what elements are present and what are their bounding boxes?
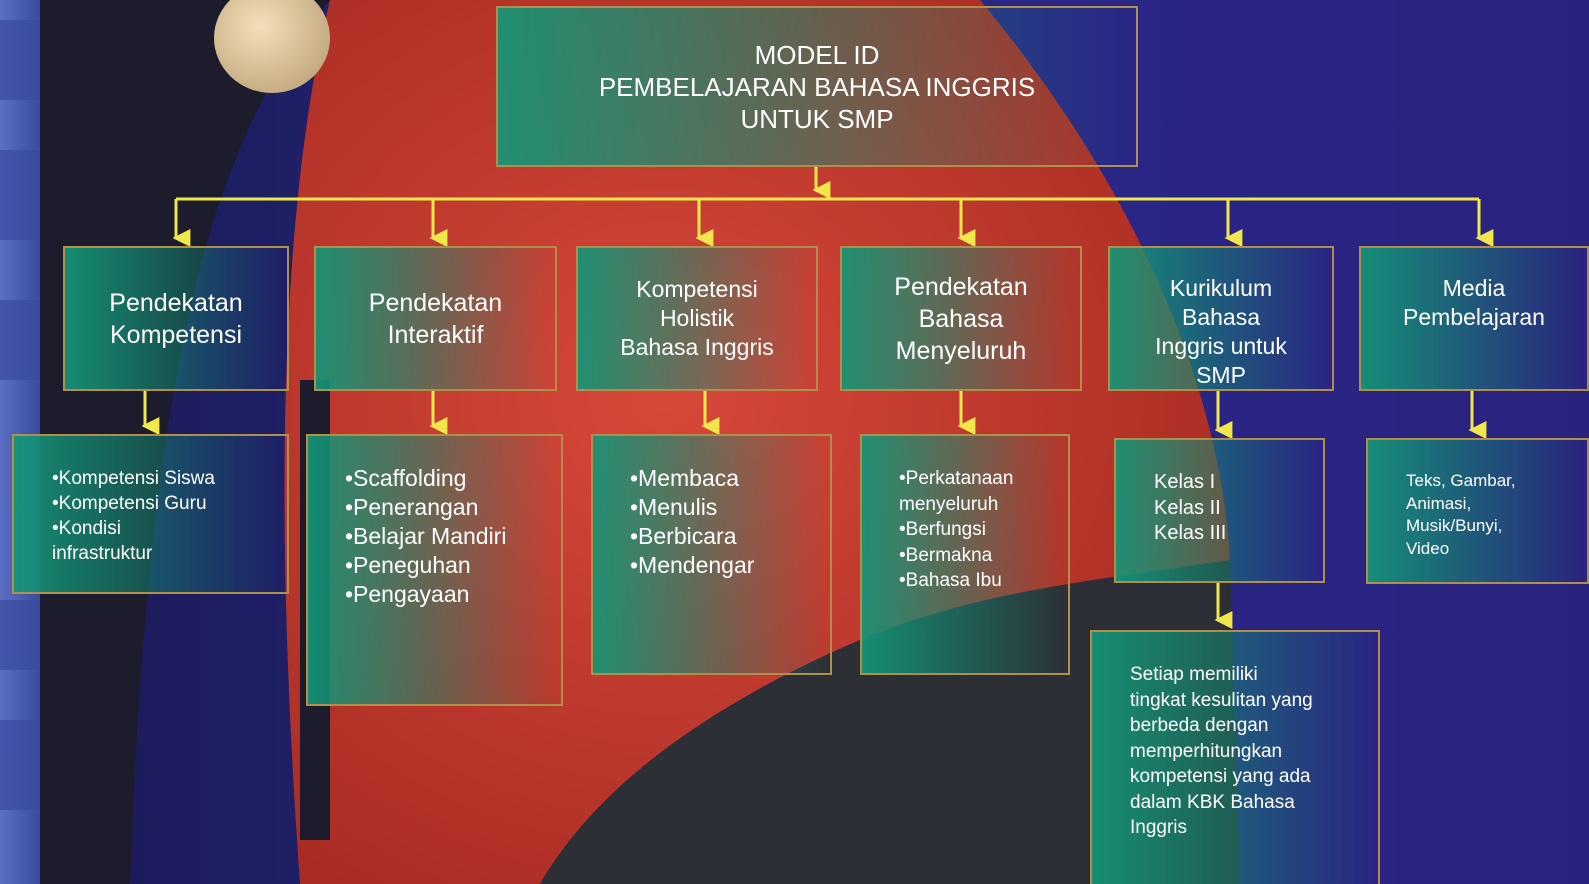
list-item: •Perkatanaan xyxy=(899,468,1014,489)
category-title-line: Bahasa Inggris xyxy=(620,334,774,360)
list-item: Animasi, xyxy=(1406,493,1472,513)
category-title-line: Interaktif xyxy=(387,320,484,349)
header-line-3: UNTUK SMP xyxy=(740,103,894,134)
list-item: Musik/Bunyi, xyxy=(1406,516,1503,535)
note-line: dalam KBK Bahasa xyxy=(1130,791,1295,813)
category-box-pendekatan-kompetensi: Pendekatan Kompetensi xyxy=(63,246,289,391)
note-line: Inggris xyxy=(1130,817,1188,838)
list-item: •Kompetensi Guru xyxy=(52,493,207,514)
category-title-line: Media xyxy=(1442,275,1506,301)
list-item: •Menulis xyxy=(630,494,718,520)
category-title-line: SMP xyxy=(1196,362,1246,388)
list-item: •Mendengar xyxy=(630,552,755,578)
note-box: Setiap memiliki tingkat kesulitan yang b… xyxy=(1090,630,1380,884)
list-item: •Peneguhan xyxy=(345,552,471,578)
list-item: •Bermakna xyxy=(899,544,993,566)
note-line: berbeda dengan xyxy=(1130,715,1269,736)
category-title-line: Pendekatan xyxy=(894,272,1028,301)
list-item: •Bahasa Ibu xyxy=(899,570,1002,591)
detail-box-kelas: Kelas I Kelas II Kelas III xyxy=(1114,438,1325,583)
list-item: Teks, Gambar, xyxy=(1406,471,1516,490)
detail-box-kompetensi: •Kompetensi Siswa •Kompetensi Guru •Kond… xyxy=(12,434,289,594)
list-item: •Belajar Mandiri xyxy=(345,523,507,549)
category-box-kurikulum: Kurikulum Bahasa Inggris untuk SMP xyxy=(1108,246,1334,391)
list-item: •Scaffolding xyxy=(345,465,467,491)
note-line: Setiap memiliki xyxy=(1130,664,1258,685)
category-box-kompetensi-holistik: Kompetensi Holistik Bahasa Inggris xyxy=(576,246,818,391)
note-line: tingkat kesulitan yang xyxy=(1130,689,1313,711)
note-line: kompetensi yang ada xyxy=(1130,766,1311,787)
list-item: infrastruktur xyxy=(52,543,153,564)
category-title-line: Bahasa xyxy=(1181,304,1260,330)
list-item: Kelas I xyxy=(1154,471,1216,493)
list-item: •Kompetensi Siswa xyxy=(52,468,215,489)
list-item: •Penerangan xyxy=(345,494,479,520)
list-item: Video xyxy=(1406,538,1450,558)
header-line-1: MODEL ID xyxy=(754,39,880,70)
detail-box-holistik: •Membaca •Menulis •Berbicara •Mendengar xyxy=(591,434,832,675)
category-title-line: Pendekatan xyxy=(109,288,243,317)
list-item: menyeluruh xyxy=(899,493,999,515)
category-title-line: Pendekatan xyxy=(368,288,503,317)
category-title-line: Kurikulum xyxy=(1169,275,1273,301)
category-box-media: Media Pembelajaran xyxy=(1359,246,1589,391)
list-item: •Pengayaan xyxy=(345,581,470,607)
category-title-line: Menyeluruh xyxy=(895,336,1027,365)
category-box-pendekatan-interaktif: Pendekatan Interaktif xyxy=(314,246,557,391)
detail-box-media: Teks, Gambar, Animasi, Musik/Bunyi, Vide… xyxy=(1366,438,1589,584)
list-item: •Kondisi xyxy=(52,518,121,539)
header-box: MODEL ID PEMBELAJARAN BAHASA INGGRIS UNT… xyxy=(496,6,1138,167)
list-item: •Berbicara xyxy=(630,523,737,549)
category-title-line: Pembelajaran xyxy=(1403,304,1545,330)
note-line: memperhitungkan xyxy=(1130,740,1283,762)
detail-box-interaktif: •Scaffolding •Penerangan •Belajar Mandir… xyxy=(306,434,563,706)
list-item: Kelas III xyxy=(1154,522,1227,544)
list-item: •Berfungsi xyxy=(899,519,986,540)
list-item: Kelas II xyxy=(1154,496,1221,519)
category-title-line: Bahasa xyxy=(918,304,1004,333)
header-line-2: PEMBELAJARAN BAHASA INGGRIS xyxy=(598,71,1036,102)
category-title-line: Kompetensi xyxy=(636,276,758,302)
category-title-line: Inggris untuk xyxy=(1155,333,1287,359)
detail-box-bahasa: •Perkatanaan menyeluruh •Berfungsi •Berm… xyxy=(860,434,1070,675)
category-title-line: Holistik xyxy=(659,305,735,331)
list-item: •Membaca xyxy=(630,465,740,491)
category-title-line: Kompetensi xyxy=(109,320,243,349)
category-box-pendekatan-bahasa: Pendekatan Bahasa Menyeluruh xyxy=(840,246,1082,391)
